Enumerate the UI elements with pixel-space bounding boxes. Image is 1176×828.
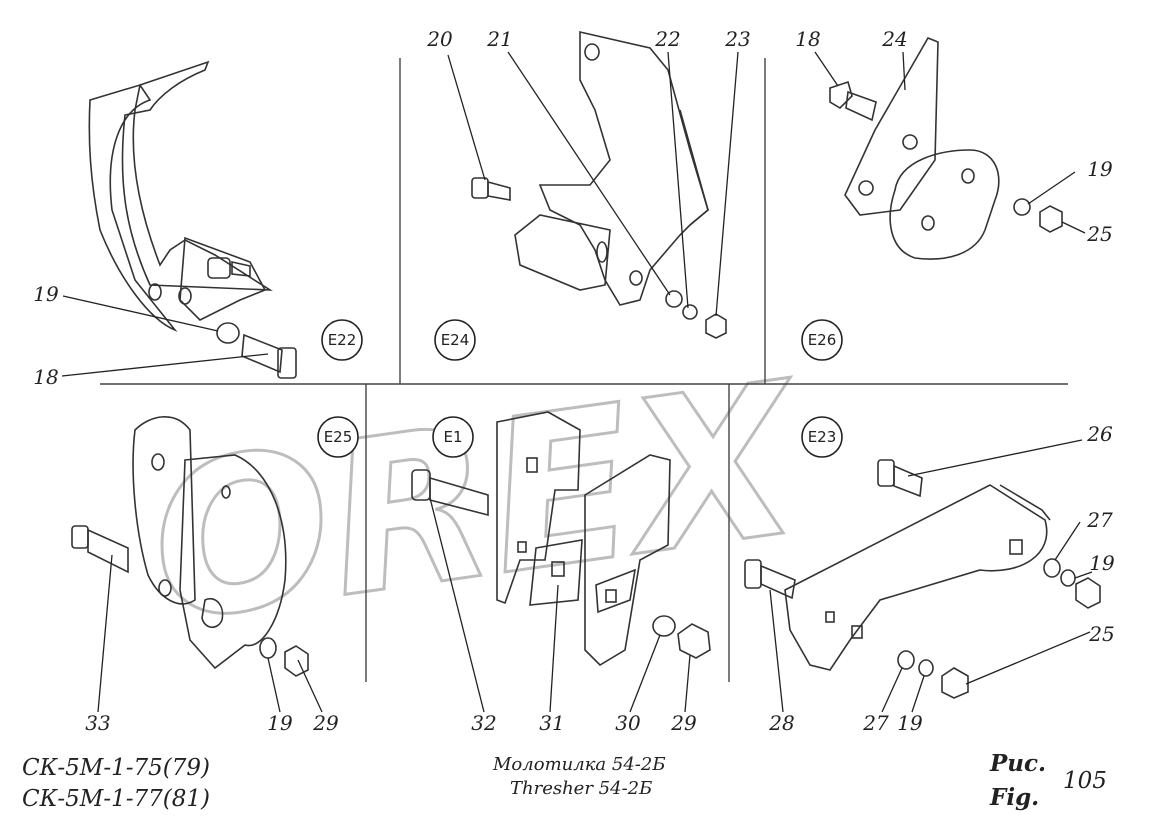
part-number: 20 bbox=[426, 27, 453, 51]
callout-e22: E22 bbox=[321, 319, 363, 361]
svg-text:E1: E1 bbox=[443, 428, 462, 446]
figure-label-en: Fig. bbox=[990, 784, 1040, 811]
assembly-e1 bbox=[411, 411, 711, 667]
assembly-e23 bbox=[744, 459, 1101, 699]
model-code-line-2: СК-5М-1-77(81) bbox=[22, 786, 211, 812]
leader-lines bbox=[61, 51, 1093, 713]
figure-label-ru: Рис. bbox=[990, 750, 1047, 777]
part-number: 32 bbox=[471, 711, 496, 735]
figure-number: 105 bbox=[1063, 768, 1107, 794]
svg-text:E24: E24 bbox=[441, 331, 470, 349]
part-number: 19 bbox=[1089, 551, 1115, 575]
part-number: 29 bbox=[670, 711, 697, 735]
svg-text:E25: E25 bbox=[324, 428, 353, 446]
assembly-e24 bbox=[471, 30, 727, 339]
svg-text:E26: E26 bbox=[808, 331, 837, 349]
part-number: 29 bbox=[312, 711, 339, 735]
assembly-e25 bbox=[71, 416, 309, 677]
part-number: 19 bbox=[33, 282, 59, 306]
model-code-line-1: СК-5М-1-75(79) bbox=[22, 755, 211, 781]
part-number: 33 bbox=[85, 711, 110, 735]
part-number: 30 bbox=[615, 711, 641, 735]
assembly-e26 bbox=[829, 36, 1063, 260]
section-title-ru: Молотилка 54-2Б bbox=[493, 754, 666, 775]
callout-e1: E1 bbox=[432, 416, 474, 458]
assembly-e22 bbox=[88, 60, 297, 379]
watermark: OREX bbox=[137, 336, 819, 670]
part-number: 24 bbox=[881, 27, 907, 51]
part-number: 18 bbox=[33, 365, 58, 389]
part-number: 27 bbox=[1086, 508, 1113, 532]
svg-text:E22: E22 bbox=[328, 331, 357, 349]
part-number: 27 bbox=[862, 711, 889, 735]
callout-e26: E26 bbox=[801, 319, 843, 361]
part-number: 25 bbox=[1088, 622, 1114, 646]
part-number: 22 bbox=[654, 27, 680, 51]
callout-e25: E25 bbox=[317, 416, 359, 458]
part-number: 19 bbox=[267, 711, 293, 735]
part-number: 19 bbox=[1087, 157, 1113, 181]
part-number: 21 bbox=[486, 27, 512, 51]
part-number: 23 bbox=[724, 27, 750, 51]
callout-e23: E23 bbox=[801, 416, 843, 458]
part-number: 19 bbox=[897, 711, 923, 735]
callout-e24: E24 bbox=[434, 319, 476, 361]
part-number: 31 bbox=[539, 711, 564, 735]
part-number: 25 bbox=[1086, 222, 1112, 246]
part-number: 18 bbox=[795, 27, 820, 51]
section-title-en: Thresher 54-2Б bbox=[510, 778, 653, 799]
svg-text:E23: E23 bbox=[808, 428, 837, 446]
part-numbers: 20 21 22 23 18 24 19 25 19 18 26 27 19 2… bbox=[33, 27, 1115, 735]
part-number: 26 bbox=[1086, 422, 1113, 446]
part-number: 28 bbox=[768, 711, 794, 735]
